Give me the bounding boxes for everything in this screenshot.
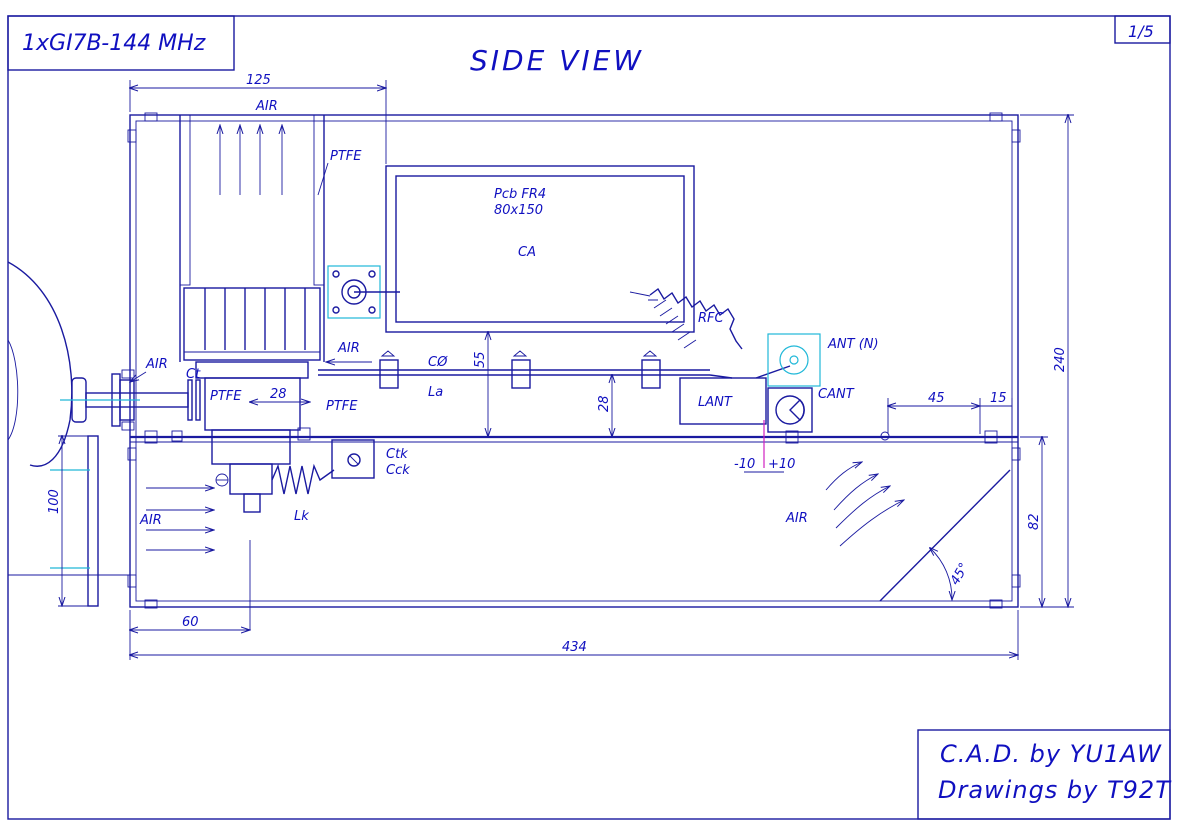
air-outlet-arrows — [825, 462, 904, 547]
anode-line — [318, 350, 710, 389]
dim-28v: 28 — [597, 395, 612, 412]
label-lant: LANT — [698, 395, 733, 410]
label-ca: CA — [518, 245, 536, 260]
dim-82: 82 — [1027, 513, 1042, 530]
dim-plus10: +10 — [768, 457, 795, 472]
label-cant: CANT — [818, 387, 855, 402]
label-ctk: Ctk — [386, 447, 408, 462]
label-ptfe-top: PTFE — [330, 149, 362, 164]
view-title: SIDE VIEW — [470, 44, 644, 77]
cathode-circuit — [271, 439, 375, 495]
sheet-border — [7, 15, 1171, 820]
label-pcb: Pcb FR4 — [494, 187, 546, 202]
dim-55: 55 — [473, 351, 488, 368]
label-air-shaft: AIR — [145, 357, 168, 372]
dim-60: 60 — [182, 615, 199, 630]
sheet-number: 1/5 — [1128, 22, 1154, 41]
pcb-ca — [385, 165, 695, 333]
enclosure — [129, 114, 1019, 608]
chimney — [179, 114, 325, 362]
label-ptfe-tube: PTFE — [210, 389, 242, 404]
label-ant-n: ANT (N) — [827, 337, 879, 352]
dim-15: 15 — [990, 391, 1007, 406]
tube-body — [195, 361, 309, 630]
label-lk: Lk — [294, 509, 309, 524]
dim-minus10: -10 — [734, 457, 755, 472]
label-la: La — [428, 385, 443, 400]
label-angle: 45° — [948, 560, 973, 587]
title-block: 1xGI7B-144 MHz 1/5 — [7, 15, 1171, 71]
dim-28h: 28 — [270, 387, 287, 402]
credits-block: C.A.D. by YU1AW Drawings by T92T — [917, 729, 1172, 820]
lant — [679, 365, 791, 425]
front-bracket — [50, 435, 99, 607]
air-inlet-arrows — [146, 488, 214, 550]
fasteners — [127, 112, 1021, 609]
label-cck: Cck — [386, 463, 410, 478]
label-ptfe-right: PTFE — [326, 399, 358, 414]
cant-capacitor — [763, 387, 813, 468]
ant-connector — [767, 333, 821, 387]
baffle-45 — [879, 469, 1011, 602]
dim-100: 100 — [47, 489, 62, 514]
dim-45: 45 — [928, 391, 945, 406]
model-title: 1xGI7B-144 MHz — [22, 31, 206, 56]
credit-cad: C.A.D. by YU1AW — [940, 740, 1162, 768]
dim-434: 434 — [562, 640, 587, 655]
feedthrough-connector — [327, 265, 400, 319]
credit-drawings: Drawings by T92T — [938, 776, 1172, 804]
angle-arc — [930, 548, 952, 600]
dimension-lines — [58, 80, 1074, 660]
tuning-shaft — [60, 369, 201, 431]
label-air-left: AIR — [139, 513, 162, 528]
label-rfc: RFC — [698, 311, 725, 326]
label-air-top: AIR — [255, 99, 278, 114]
label-pcb-size: 80x150 — [494, 203, 543, 218]
dim-125: 125 — [246, 73, 271, 88]
rfc-coil — [629, 287, 743, 350]
label-c0: CØ — [428, 355, 448, 370]
dim-240: 240 — [1053, 347, 1068, 372]
front-panel-arc-inner — [7, 339, 19, 441]
label-ct: Ct — [186, 367, 201, 382]
label-air-right: AIR — [785, 511, 808, 526]
label-air-line: AIR — [337, 341, 360, 356]
